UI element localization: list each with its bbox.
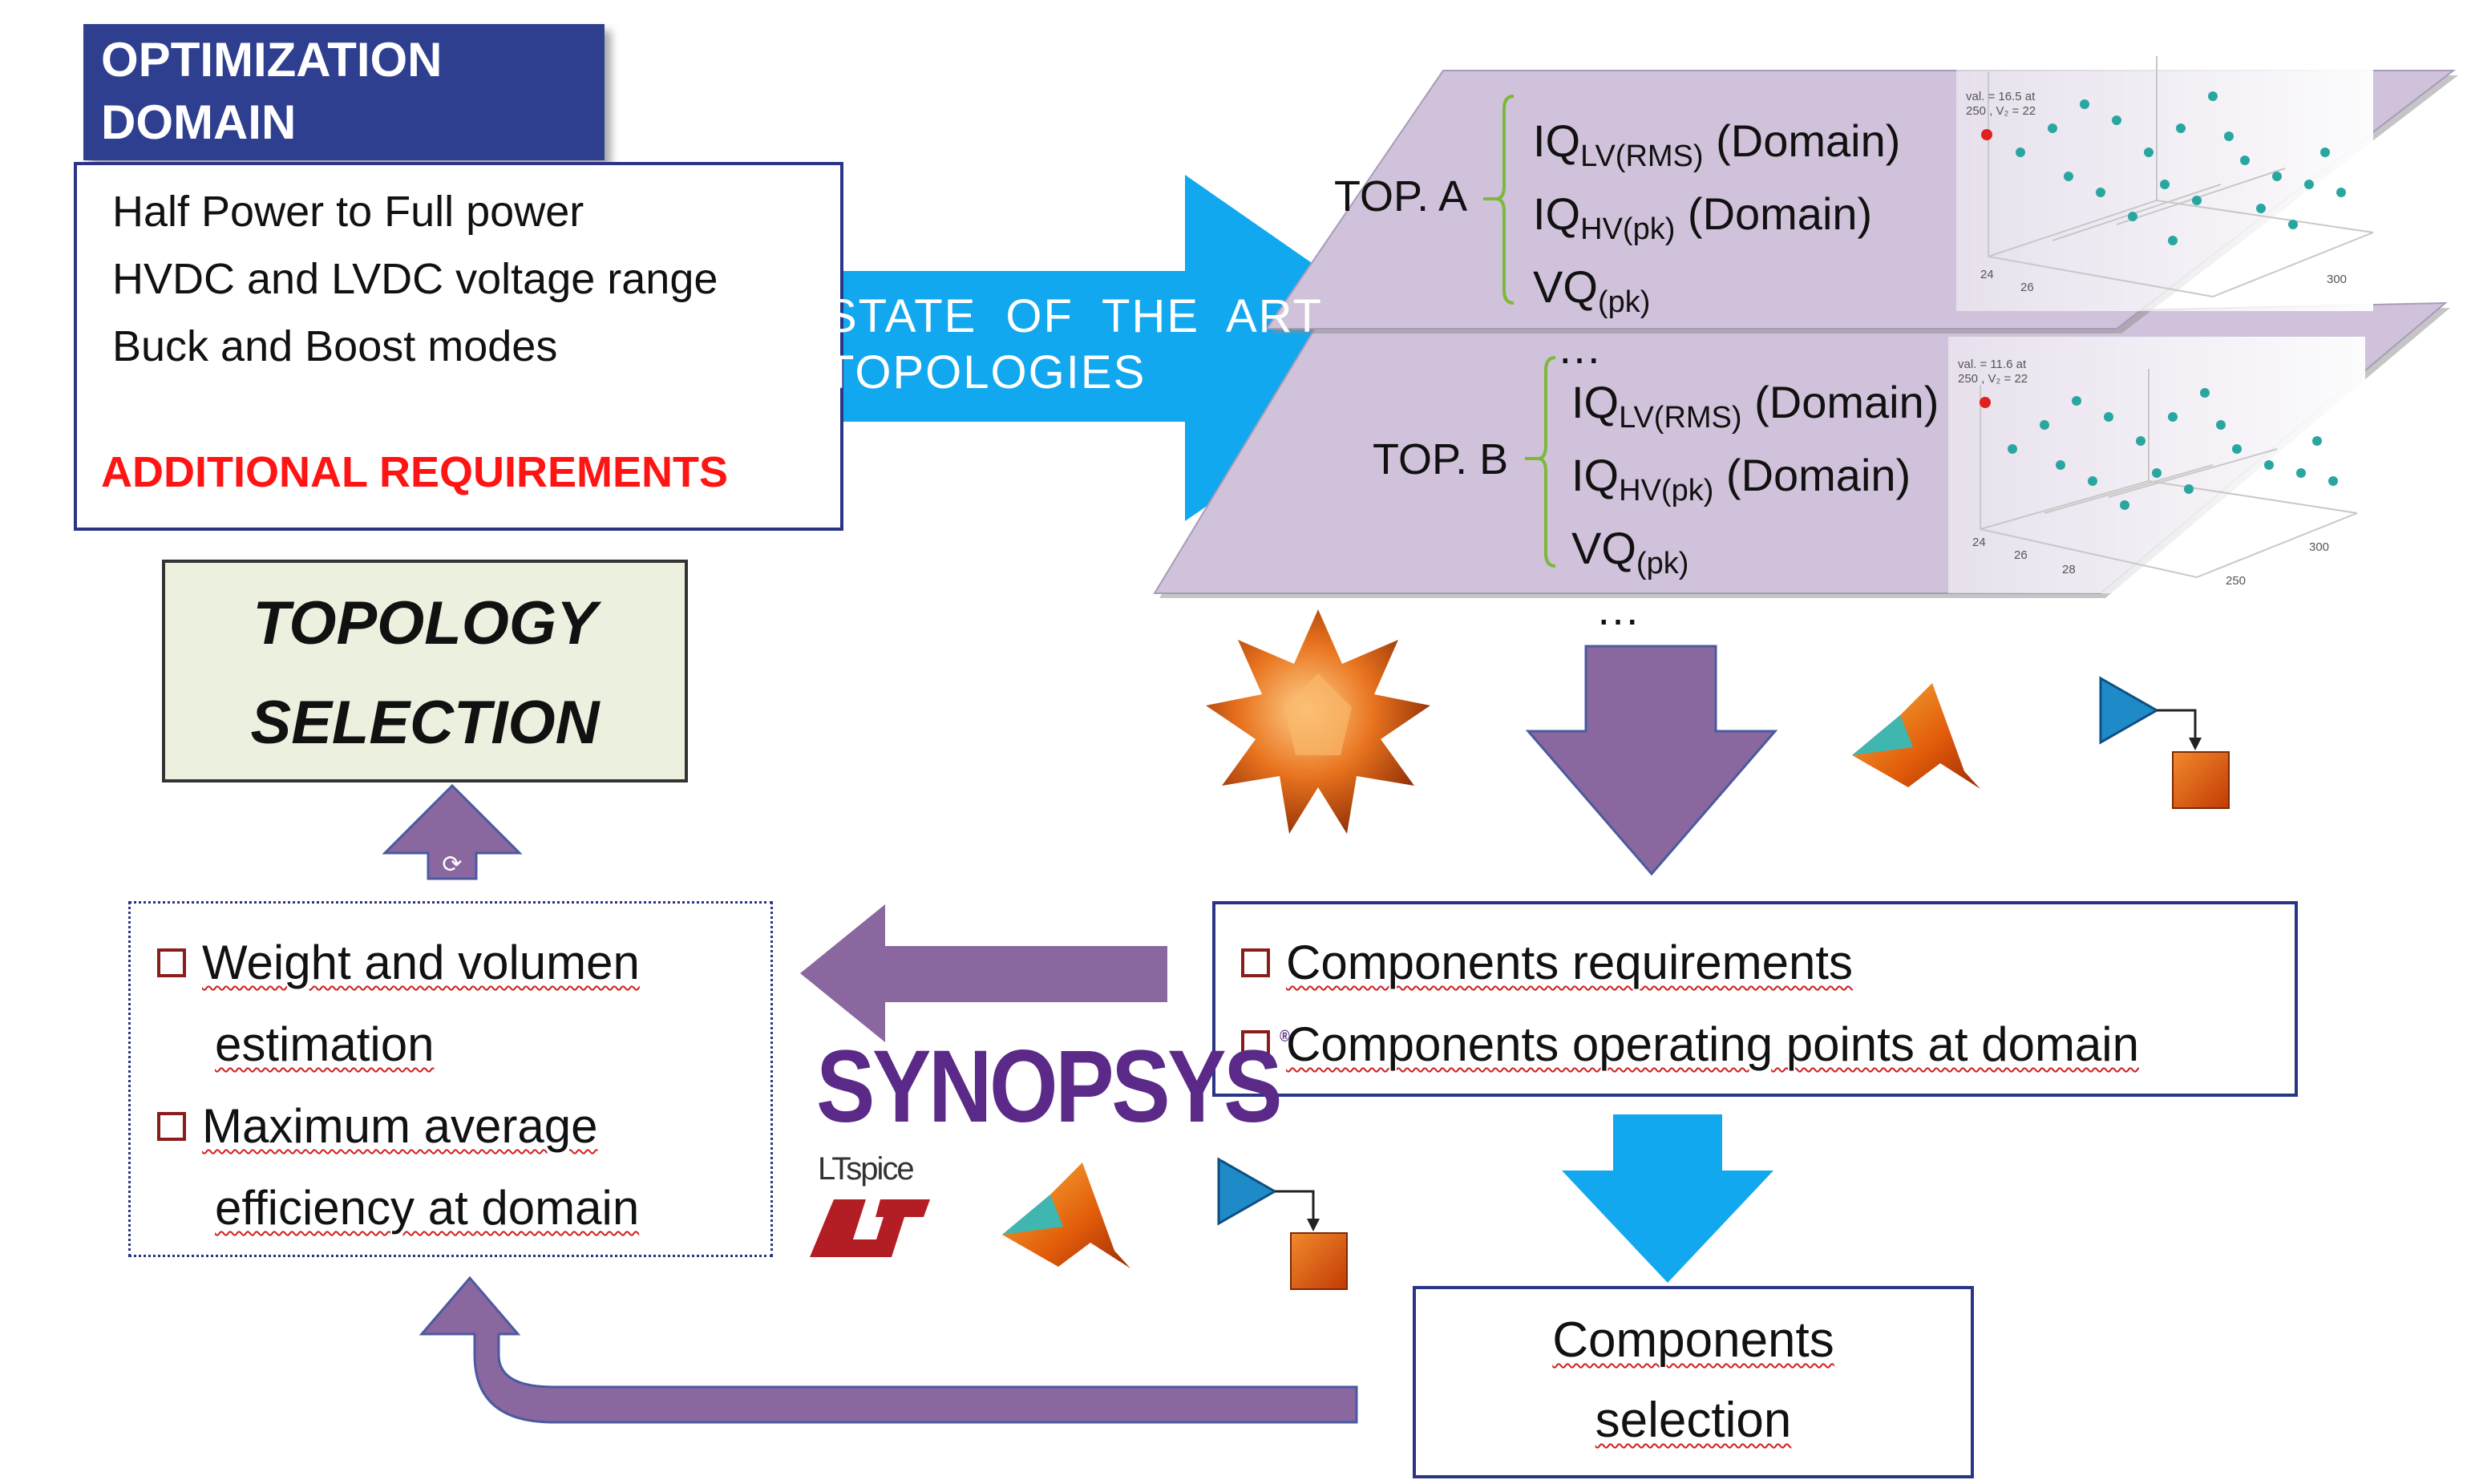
state-of-art-line1: STATE OF THE ART — [826, 290, 1323, 342]
topology-selection-line2: SELECTION — [250, 689, 600, 757]
state-of-art-label: STATE OF THE ART TOPOLOGIES — [826, 289, 1323, 401]
plot-b-tick: 300 — [2309, 540, 2330, 554]
checkbox-icon — [157, 1112, 186, 1141]
evaluation-item-efficiency-cont: efficiency at domain — [215, 1181, 640, 1235]
optimization-item: Buck and Boost modes — [112, 322, 558, 370]
checkbox-icon — [1241, 1030, 1270, 1059]
left-arrow-purple — [800, 904, 1167, 1042]
topology-b-label: TOP. B — [1373, 435, 1509, 483]
plot-b-tick: 250 — [2226, 574, 2247, 588]
evaluation-item-weight: Weight and volumen — [157, 922, 640, 1004]
ltspice-logo-text: LTspice — [818, 1151, 915, 1187]
topology-a-ellipsis: … — [1557, 321, 1602, 373]
synopsys-registered-mark: ® — [1280, 1028, 1290, 1045]
topology-b-eq2: IQHV(pk) (Domain) — [1571, 450, 1911, 508]
brace-top-a — [1483, 95, 1515, 305]
matlab-icon-bottom — [1002, 1163, 1130, 1268]
simulink-icon-top — [2099, 676, 2230, 809]
simulink-icon-bottom — [1217, 1157, 1348, 1290]
topology-a-eq2: IQHV(pk) (Domain) — [1533, 188, 1873, 247]
optimization-item: HVDC and LVDC voltage range — [112, 255, 718, 303]
checkbox-icon — [157, 948, 186, 977]
components-item-operating-points: Components operating points at domain — [1241, 1004, 2139, 1086]
ltspice-logo-mark — [810, 1199, 930, 1257]
return-arrow-purple — [419, 1276, 1358, 1424]
topology-a-label: TOP. A — [1334, 172, 1468, 220]
rotate-icon: ⟳ — [442, 851, 462, 879]
topology-b-ellipsis: … — [1595, 583, 1640, 634]
synopsys-logo: SYNOPSYS® — [816, 1028, 1290, 1146]
components-selection-line2: selection — [1595, 1393, 1792, 1448]
brace-top-b — [1525, 356, 1556, 568]
topology-a-eq1: IQLV(RMS) (Domain) — [1533, 115, 1901, 174]
components-box — [1212, 901, 2298, 1097]
mathematica-icon — [1206, 609, 1430, 834]
checkbox-icon — [1241, 948, 1270, 977]
components-selection-box: Components selection — [1413, 1286, 1974, 1478]
plot-b-tick: 26 — [2014, 548, 2028, 562]
components-item-requirements: Components requirements — [1241, 922, 2139, 1004]
additional-requirements: ADDITIONAL REQUIREMENTS — [101, 448, 729, 496]
optimization-domain-box — [74, 162, 843, 531]
optimization-domain-header: OPTIMIZATION DOMAIN — [83, 24, 605, 160]
plot-b-tick: 28 — [2062, 563, 2076, 576]
topology-b-eq3: VQ(pk) — [1571, 523, 1689, 581]
scatter-plot-a — [1956, 22, 2374, 311]
plot-a-tick: 24 — [1980, 268, 1994, 281]
plot-b-tick: 24 — [1972, 536, 1986, 549]
synopsys-logo-text: SYNOPSYS — [816, 1029, 1283, 1144]
topology-a-eq3: VQ(pk) — [1533, 261, 1651, 320]
plot-a-tick: 300 — [2327, 273, 2348, 286]
topology-b-eq1: IQLV(RMS) (Domain) — [1571, 377, 1939, 435]
evaluation-box[interactable] — [128, 901, 773, 1257]
matlab-icon-top — [1852, 683, 1980, 789]
optimization-title-line1: OPTIMIZATION — [101, 33, 443, 87]
down-arrow-purple — [1525, 645, 1778, 876]
down-arrow-blue — [1562, 1114, 1773, 1283]
topology-b-equations: IQLV(RMS) (Domain) IQHV(pk) (Domain) VQ(… — [1571, 374, 1939, 634]
optimization-items: Half Power to Full power HVDC and LVDC v… — [112, 178, 718, 380]
optimization-title-line2: DOMAIN — [101, 95, 297, 149]
state-of-art-line2: TOPOLOGIES — [826, 346, 1147, 398]
components-items: Components requirements Components opera… — [1241, 922, 2139, 1086]
evaluation-items: Weight and volumen estimation Maximum av… — [157, 922, 640, 1249]
plot-a-tick: 26 — [2020, 281, 2034, 294]
topology-selection-box: TOPOLOGY SELECTION — [162, 560, 688, 782]
evaluation-item-efficiency: Maximum average — [157, 1086, 640, 1167]
components-selection-line1: Components — [1552, 1312, 1834, 1368]
topology-a-equations: IQLV(RMS) (Domain) IQHV(pk) (Domain) VQ(… — [1533, 112, 1901, 373]
topology-selection-line1: TOPOLOGY — [253, 589, 597, 657]
evaluation-item-weight-cont: estimation — [215, 1017, 435, 1071]
optimization-item: Half Power to Full power — [112, 188, 584, 236]
up-arrow-purple — [382, 783, 523, 880]
scatter-plot-b — [1948, 337, 2365, 593]
